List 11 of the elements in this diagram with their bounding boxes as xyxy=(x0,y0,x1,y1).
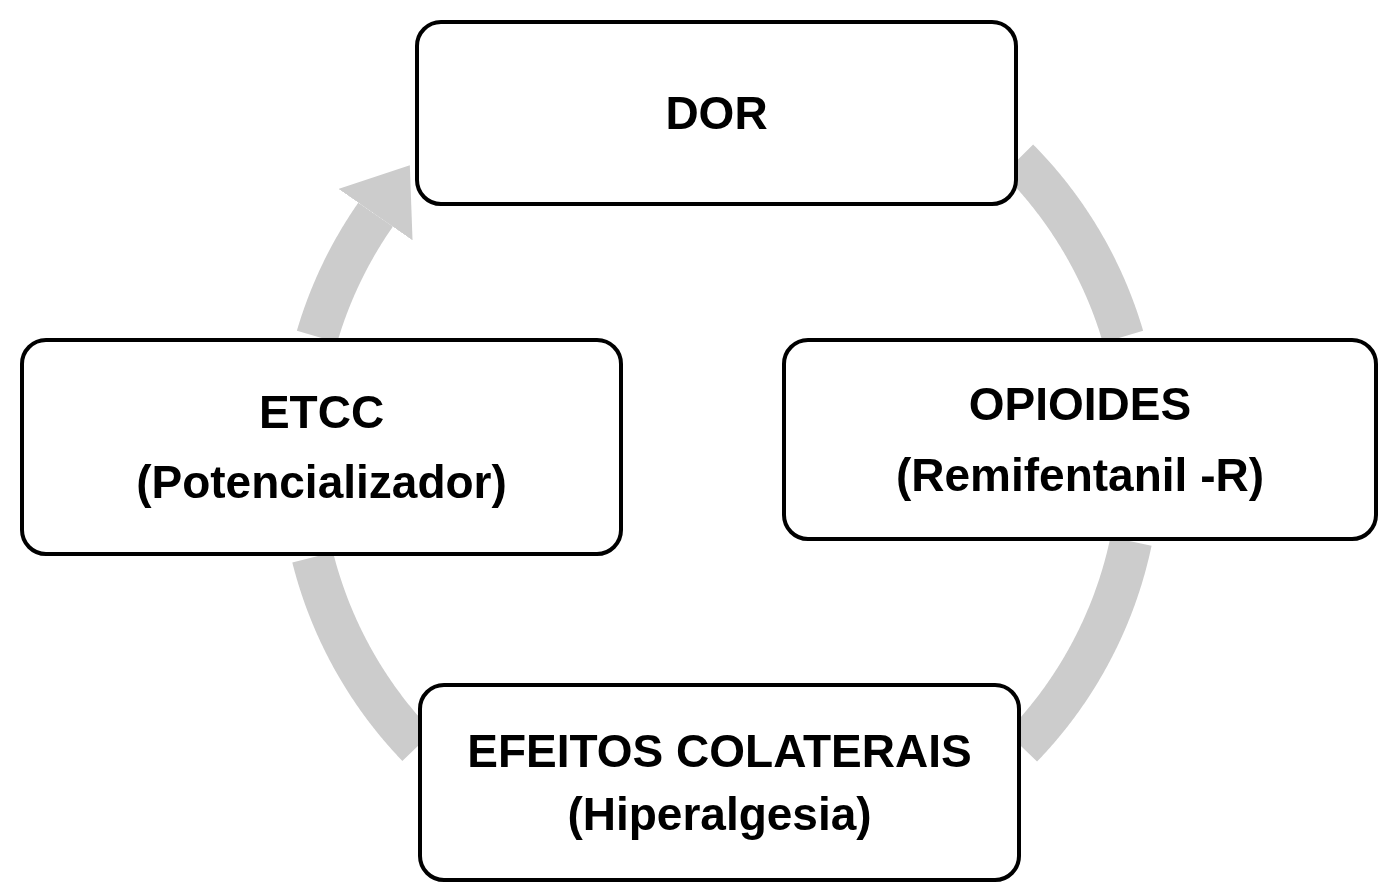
process-box xyxy=(20,338,623,556)
node-subtitle: (Potencializador) xyxy=(136,458,507,507)
process-box xyxy=(782,338,1378,541)
node-title: DOR xyxy=(665,88,768,138)
process-box xyxy=(418,683,1021,882)
node-title: ETCC xyxy=(258,387,385,436)
node-title: OPIOIDES xyxy=(968,380,1192,429)
node-subtitle: (Remifentanil -R) xyxy=(896,450,1264,499)
node-title: EFEITOS COLATERAIS xyxy=(467,727,972,776)
node-subtitle: (Hiperalgesia) xyxy=(567,789,872,838)
process-box xyxy=(415,20,1018,206)
